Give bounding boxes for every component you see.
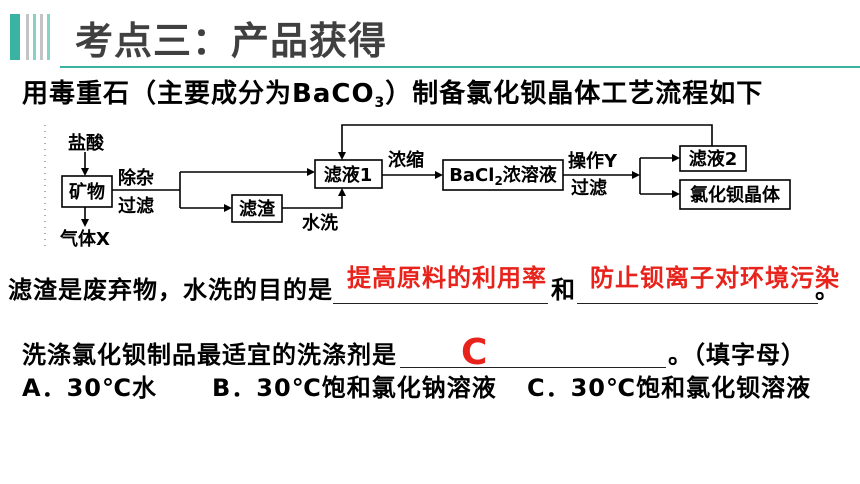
solution-name: 浓溶液 <box>503 164 558 186</box>
option-c: C．30℃饱和氯化钡溶液 <box>527 374 812 402</box>
decor-stripe <box>10 14 20 60</box>
step1-bottom-label: 过滤 <box>118 195 154 217</box>
question1-answer-2: 防止钡离子对环境污染 <box>590 264 840 292</box>
arrowhead <box>435 171 443 179</box>
question2-prompt: 洗涤氯化钡制品最适宜的洗涤剂是 <box>22 341 397 369</box>
decor-stripe <box>47 14 50 60</box>
option-a: A．30℃水 <box>22 374 158 402</box>
question1-prompt: 滤渣是废弃物，水洗的目的是 <box>8 276 333 304</box>
question1-blank-1 <box>333 275 548 304</box>
intro-text: 用毒重石（主要成分为BaCO3）制备氯化钡晶体工艺流程如下 <box>22 78 763 114</box>
wash-label: 水洗 <box>302 212 338 234</box>
intro-subscript: 3 <box>374 95 386 111</box>
step2-top-label: 操作Y <box>568 150 618 172</box>
question2-end: 。（填字母） <box>668 341 806 369</box>
decor-stripe <box>26 14 29 60</box>
gas-label: 气体X <box>59 228 110 250</box>
arrowhead <box>672 154 680 162</box>
reagent-label: 盐酸 <box>68 132 105 154</box>
process-flowchart: 盐酸 矿物 气体X 除杂 过滤 滤渣 水洗 滤液1 浓缩 <box>44 124 791 250</box>
slide-title: 考点三：产品获得 <box>75 19 388 63</box>
residue-box-label: 滤渣 <box>239 198 276 220</box>
filtrate2-box <box>679 145 747 172</box>
arrowhead <box>307 168 315 176</box>
concentrate-label: 浓缩 <box>388 149 424 171</box>
recycle-loop-line <box>341 124 713 154</box>
arrowhead <box>224 204 232 212</box>
arrowhead <box>81 168 89 176</box>
arrowhead <box>672 190 680 198</box>
filtrate2-box-label: 滤液2 <box>689 148 738 170</box>
intro-part-1: 用毒重石（主要成分为BaCO <box>22 79 375 109</box>
arrowhead <box>632 171 640 179</box>
crystal-box <box>679 179 791 210</box>
arrow-wash-line <box>282 194 343 209</box>
step1-top-label: 除杂 <box>118 167 154 189</box>
step2-bottom-label: 过滤 <box>571 177 607 199</box>
residue-box <box>231 194 283 223</box>
question2-blank <box>400 340 666 368</box>
solution-box-label: BaCl2浓溶液 <box>449 164 558 188</box>
intro-part-2: ）制备氯化钡晶体工艺流程如下 <box>385 79 764 109</box>
arrowhead <box>81 219 89 227</box>
arrowhead <box>338 188 346 196</box>
title-underline <box>60 66 860 68</box>
filtrate1-box-label: 滤液1 <box>324 164 373 186</box>
option-b: B．30℃饱和氯化钠溶液 <box>212 374 497 402</box>
arrowhead <box>338 152 346 160</box>
solution-subscript: 2 <box>494 174 502 188</box>
ore-box-label: 矿物 <box>69 181 105 203</box>
ore-box <box>61 175 113 208</box>
filtrate1-box <box>314 159 383 189</box>
question1-connector: 和 <box>551 276 576 304</box>
question2-answer: C <box>461 332 488 373</box>
crystal-box-label: 氯化钡晶体 <box>690 184 781 206</box>
decor-stripe <box>40 14 43 60</box>
solution-formula: BaCl <box>449 165 494 186</box>
question1-blank-2 <box>577 275 818 304</box>
question1-answer-1: 提高原料的利用率 <box>347 264 547 292</box>
question1-end: 。 <box>815 276 840 304</box>
decor-stripe <box>33 14 36 60</box>
